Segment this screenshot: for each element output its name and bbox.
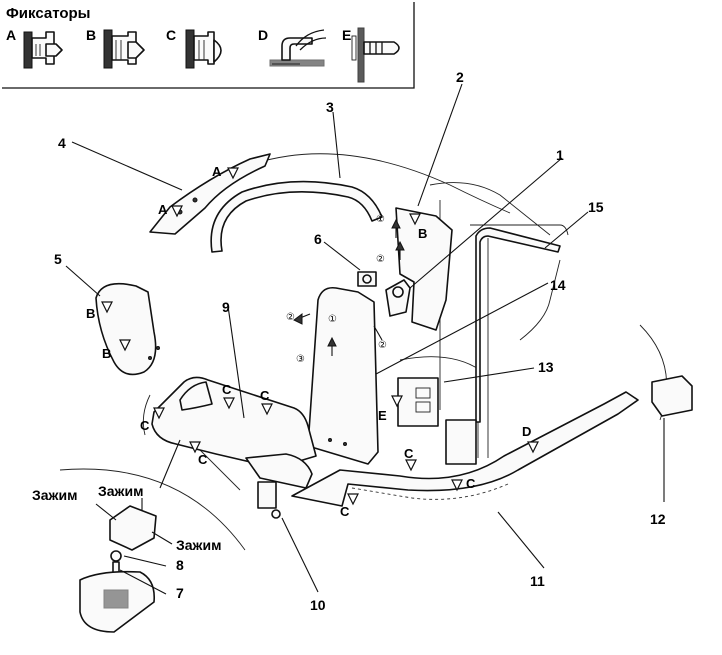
part-2-upper-b-pillar-trim [395,83,463,331]
callout-9: 9 [222,299,230,315]
step-mark-1: ① [376,214,385,225]
clip-label-b: B [102,346,111,361]
clip-label-c: C [466,476,476,491]
clip-e-icon [351,27,400,83]
removal-arrows [293,218,405,356]
step-mark-3: ③ [296,354,305,365]
legend-letter-e: E [342,27,351,43]
step-mark-2: ② [286,312,295,323]
part-15-rear-rail [475,211,589,423]
clip-label-b: B [86,306,95,321]
legend-item-d: D [258,27,327,67]
callout-6: 6 [314,231,322,247]
clip-markers [101,167,539,506]
clip-label-e: E [378,408,387,423]
callout-labels: 1 2 3 4 5 6 7 8 9 10 11 12 13 14 15 [54,69,666,613]
part-6-anchor-bolt [323,241,377,287]
callout-5: 5 [54,251,62,267]
legend-item-e: E [342,27,400,83]
clamp-detail-inset [59,439,246,633]
step-mark-1: ① [328,314,337,325]
legend-letter-a: A [6,27,16,43]
callout-15: 15 [588,199,604,215]
clip-label-c: C [140,418,150,433]
callout-8: 8 [176,557,184,573]
part-13-rear-side-panel [397,367,535,465]
clamp-label-left: Зажим [32,487,77,503]
callout-4: 4 [58,135,66,151]
clamp-label-top: Зажим [98,483,143,499]
part-5-quarter-trim-panel [65,265,160,376]
legend-title: Фиксаторы [6,5,91,22]
clip-label-c: C [340,504,350,519]
part-4-front-pillar-trim [71,141,271,235]
callout-7: 7 [176,585,184,601]
callout-12: 12 [650,511,666,527]
clip-letter-labels: A A B B B C C C C C C C D E [86,164,531,519]
legend-item-a: A [6,27,63,69]
callout-1: 1 [556,147,564,163]
legend-item-c: C [166,27,222,69]
legend-item-b: B [86,27,145,69]
clip-c-icon [185,29,222,69]
callout-3: 3 [326,99,334,115]
clamp-label-right: Зажим [176,537,221,553]
callout-11: 11 [530,573,545,589]
callout-13: 13 [538,359,554,375]
clip-label-d: D [522,424,531,439]
clip-label-c: C [198,452,208,467]
part-10-bracket [257,481,319,593]
part-3-roof-rail-seal [210,111,383,253]
fastener-legend: Фиксаторы A B C [2,2,415,89]
step-marks: ① ② ① ② ② ③ [286,214,387,365]
callout-14: 14 [550,277,566,293]
clip-b-icon [103,29,145,69]
clip-label-a: A [212,164,222,179]
legend-letter-c: C [166,27,176,43]
clip-d-icon [269,29,327,67]
callout-2: 2 [456,69,464,85]
legend-letter-b: B [86,27,96,43]
part-12-rear-corner-trim [651,375,693,502]
clip-a-icon [23,31,63,69]
part-1-belt-anchor [385,157,563,317]
legend-frame [2,2,415,89]
part-9-side-sill-trim [151,305,317,489]
clip-label-c: C [404,446,414,461]
clip-label-a: A [158,202,168,217]
part-11-floor-side-trim [291,391,639,569]
legend-letter-d: D [258,27,268,43]
callout-10: 10 [310,597,326,613]
step-mark-2: ② [378,340,387,351]
step-mark-2: ② [376,254,385,265]
part-14-lower-b-pillar-trim [307,282,549,465]
inset-labels: Зажим Зажим Зажим [32,483,221,553]
clip-label-c: C [260,388,270,403]
clip-label-c: C [222,382,232,397]
clip-label-b: B [418,226,427,241]
